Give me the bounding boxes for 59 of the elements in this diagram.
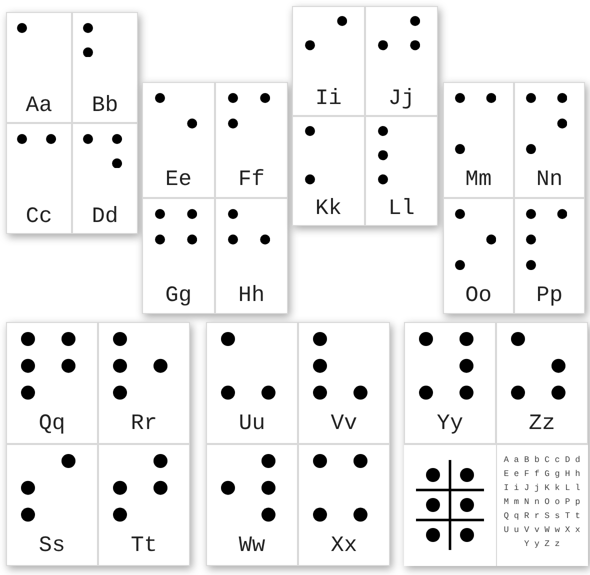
letter-label: Ii <box>315 86 342 112</box>
letter-label: Aa <box>26 92 52 119</box>
braille-cell <box>298 322 390 444</box>
braille-cell <box>6 444 98 566</box>
alphabet-line: E e F f G g H h <box>502 468 582 481</box>
braille-cell <box>298 444 390 566</box>
braille-cell <box>215 82 288 198</box>
letter-label: Kk <box>315 196 342 222</box>
alphabet-line: Y y Z z <box>523 538 561 551</box>
braille-cell <box>443 198 514 314</box>
letter-label: Rr <box>130 410 158 437</box>
letter-label: Ff <box>238 166 265 193</box>
letter-label: Ss <box>38 532 66 559</box>
braille-cell <box>72 12 138 123</box>
braille-cell <box>6 12 72 123</box>
braille-cell <box>98 444 190 566</box>
letter-label: Xx <box>330 532 358 559</box>
braille-cell <box>6 322 98 444</box>
braille-cell <box>72 123 138 234</box>
braille-cell <box>365 116 438 226</box>
braille-cell <box>496 322 588 444</box>
letter-label: Yy <box>436 410 464 437</box>
letter-label: Oo <box>465 282 492 309</box>
letter-label: Nn <box>536 166 563 193</box>
braille-cell <box>443 82 514 198</box>
letter-label: Uu <box>238 410 266 437</box>
letter-label: Tt <box>130 532 158 559</box>
braille-cell <box>365 6 438 116</box>
letter-label: Gg <box>165 282 192 309</box>
braille-cell <box>514 198 585 314</box>
letter-label: Qq <box>38 410 66 437</box>
letter-label: Mm <box>465 166 492 193</box>
braille-cell <box>514 82 585 198</box>
braille-cell <box>292 116 365 226</box>
letter-label: Dd <box>92 204 118 230</box>
braille-cell <box>215 198 288 314</box>
alphabet-line: A a B b C c D d <box>502 454 582 467</box>
letter-label: Bb <box>92 92 118 119</box>
letter-label: Vv <box>330 410 358 437</box>
letter-label: Jj <box>388 86 415 112</box>
braille-cell <box>142 198 215 314</box>
braille-cell <box>6 123 72 234</box>
letter-label: Pp <box>536 282 563 309</box>
alphabet-line: Q q R r S s T t <box>502 510 582 523</box>
alphabet-line: I i J j K k L l <box>502 482 582 495</box>
letter-label: Zz <box>528 410 556 437</box>
letter-label: Ll <box>388 196 415 222</box>
braille-cell <box>206 444 298 566</box>
letter-label: Cc <box>26 204 52 230</box>
alphabet-line: M m N n O o P p <box>502 496 582 509</box>
letter-label: Hh <box>238 282 265 309</box>
braille-cell <box>206 322 298 444</box>
braille-cell <box>142 82 215 198</box>
braille-cell <box>404 322 496 444</box>
braille-cell <box>98 322 190 444</box>
letter-label: Ee <box>165 166 192 193</box>
alphabet-line: U u V v W w X x <box>502 524 582 537</box>
letter-label: Ww <box>238 532 266 559</box>
braille-cell <box>292 6 365 116</box>
